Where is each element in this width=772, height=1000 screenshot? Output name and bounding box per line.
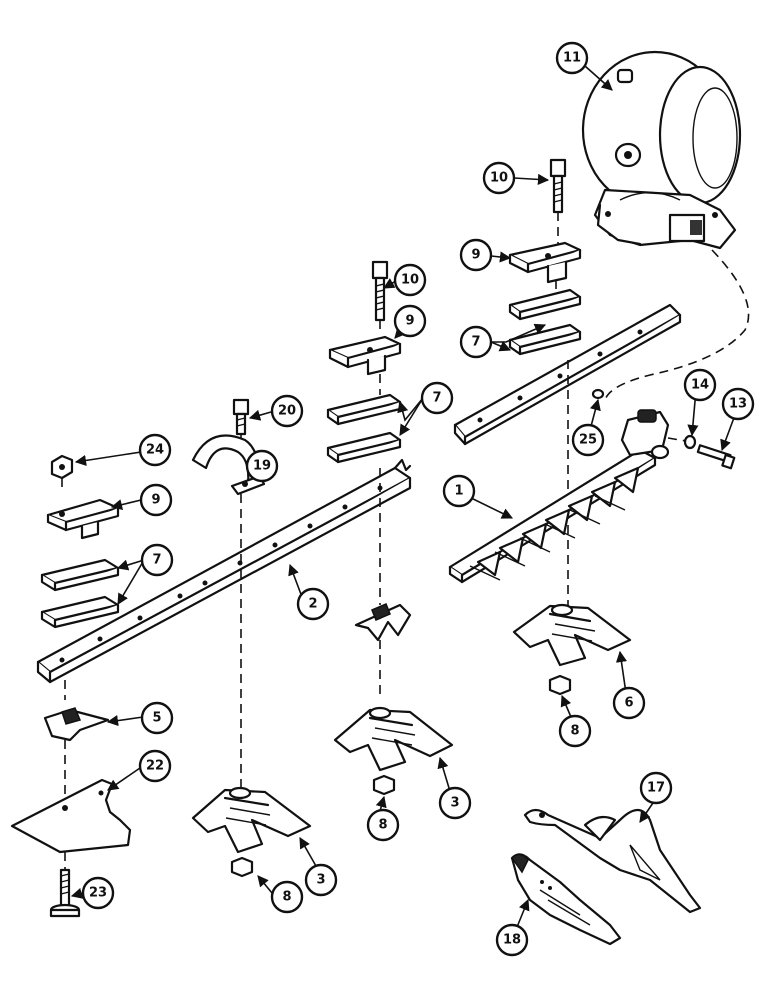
callout-3-left: 3: [304, 863, 338, 897]
sickle-knife-assembly: [448, 409, 670, 584]
nut-8-middle: [372, 774, 396, 796]
svg-text:8: 8: [282, 890, 291, 905]
svg-text:13: 13: [729, 397, 747, 412]
bolt-13: [696, 444, 736, 470]
callout-7-left: 7: [140, 543, 174, 577]
nut-8-right: [548, 674, 572, 696]
tool-18: [510, 853, 622, 946]
nut-8-left: [230, 856, 254, 878]
shim-plates-left: [40, 558, 120, 629]
svg-text:24: 24: [146, 443, 164, 458]
callout-10-right: 10: [482, 161, 516, 195]
knife-section: [354, 603, 412, 642]
svg-text:1: 1: [454, 484, 463, 499]
svg-text:3: 3: [316, 873, 325, 888]
callout-22: 22: [138, 749, 172, 783]
callout-10-middle: 10: [393, 263, 427, 297]
svg-text:3: 3: [450, 796, 459, 811]
callout-11: 11: [555, 41, 589, 75]
callout-9-middle: 9: [393, 304, 427, 338]
svg-text:7: 7: [471, 335, 480, 350]
svg-text:22: 22: [146, 759, 164, 774]
washer-14: [683, 434, 697, 450]
svg-text:2: 2: [308, 597, 317, 612]
svg-text:7: 7: [432, 391, 441, 406]
svg-text:6: 6: [624, 696, 633, 711]
svg-text:7: 7: [152, 553, 161, 568]
bolt-right: [549, 158, 567, 214]
hold-down-clip-left: [46, 498, 120, 540]
knife-back-bar-upper: [453, 303, 682, 446]
knife-head: [620, 409, 670, 460]
gearbox-drive-unit: [581, 50, 742, 250]
callout-23: 23: [81, 876, 115, 910]
svg-text:9: 9: [405, 314, 414, 329]
callout-14: 14: [683, 368, 717, 402]
callout-25: 25: [571, 423, 605, 457]
svg-text:9: 9: [471, 248, 480, 263]
svg-text:14: 14: [691, 378, 709, 393]
bolt-20: [232, 398, 250, 436]
callout-6: 6: [612, 686, 646, 720]
svg-text:9: 9: [151, 493, 160, 508]
guard-part-5: [43, 707, 110, 742]
svg-text:5: 5: [152, 711, 161, 726]
svg-text:8: 8: [570, 724, 579, 739]
svg-text:18: 18: [503, 933, 521, 948]
callout-1: 1: [442, 474, 476, 508]
guard-6-right: [512, 603, 632, 667]
callout-13: 13: [721, 387, 755, 421]
shim-plates-middle: [326, 393, 402, 464]
shim-plates-right: [508, 288, 582, 356]
callout-9-left: 9: [139, 483, 173, 517]
cutter-bar-2: [36, 458, 412, 684]
guard-3-middle: [333, 706, 454, 772]
callout-18: 18: [495, 923, 529, 957]
guard-3-left: [191, 786, 312, 854]
callout-19: 19: [245, 449, 279, 483]
svg-text:11: 11: [563, 51, 581, 66]
svg-text:19: 19: [253, 459, 271, 474]
plate-22: [10, 778, 132, 854]
nut-24: [50, 454, 74, 480]
svg-text:10: 10: [401, 273, 419, 288]
callout-3-middle: 3: [438, 786, 472, 820]
callout-8-right: 8: [558, 714, 592, 748]
callout-20: 20: [270, 394, 304, 428]
callout-8-middle: 8: [366, 808, 400, 842]
svg-text:10: 10: [490, 171, 508, 186]
callout-9-right: 9: [459, 238, 493, 272]
callout-24: 24: [138, 433, 172, 467]
hold-down-clip-middle: [328, 335, 402, 376]
washer-25: [591, 388, 605, 400]
svg-text:23: 23: [89, 886, 107, 901]
svg-text:25: 25: [579, 433, 597, 448]
svg-text:20: 20: [278, 404, 296, 419]
callout-8-left: 8: [270, 880, 304, 914]
callout-7-middle: 7: [420, 381, 454, 415]
bolt-middle: [371, 260, 389, 322]
svg-text:8: 8: [378, 818, 387, 833]
callout-17: 17: [639, 771, 673, 805]
callout-5: 5: [140, 701, 174, 735]
callout-2: 2: [296, 587, 330, 621]
svg-text:17: 17: [647, 781, 665, 796]
hold-down-clip-right: [508, 241, 582, 284]
gearbox-connection-line: [604, 249, 750, 401]
bolt-23: [49, 868, 81, 918]
callout-7-right: 7: [459, 325, 493, 359]
